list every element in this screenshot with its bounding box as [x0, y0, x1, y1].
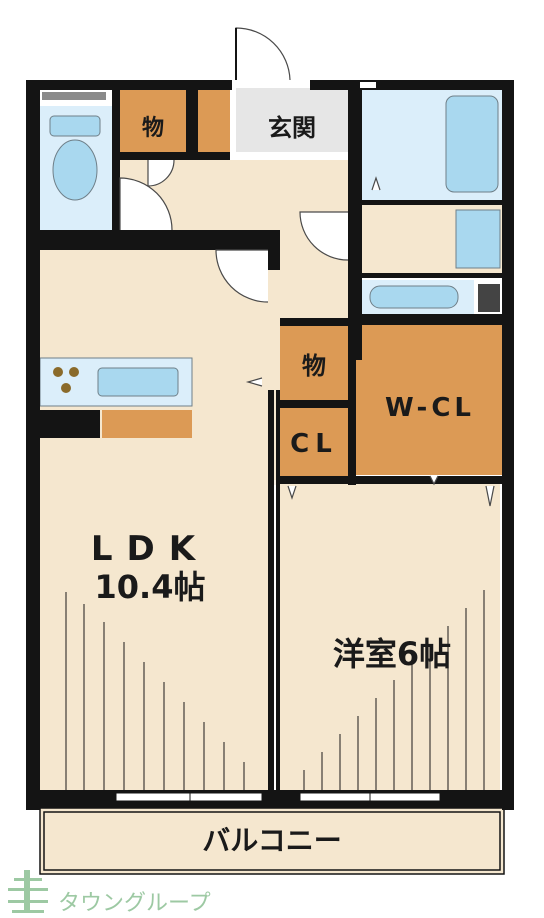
label-storage-top: 物 [142, 115, 164, 141]
balcony [39, 807, 505, 875]
window-bath [360, 82, 376, 88]
ldk-floor [40, 250, 268, 790]
label-wcl: W-CL [385, 393, 475, 423]
kitchen [39, 357, 193, 438]
toilet-door [119, 177, 173, 231]
western-room-floor [280, 482, 500, 790]
washroom-door [299, 211, 349, 261]
label-cl: CL [290, 429, 338, 459]
storage-mid [280, 325, 348, 401]
company-logo-icon [8, 870, 48, 913]
kitchen-sink [97, 367, 179, 397]
balcony-floor [40, 808, 504, 874]
label-balcony: バルコニー [202, 824, 341, 857]
stove-burner [53, 367, 63, 377]
hallway-floor-lower [268, 250, 355, 320]
label-western: 洋室6帖 [333, 635, 451, 673]
bathtub [445, 95, 499, 193]
kitchen-shelf [40, 410, 100, 438]
entrance-floor [236, 88, 348, 152]
stove-burner [69, 367, 79, 377]
watermark: タウングループ [8, 870, 211, 916]
storage-door-small [147, 159, 175, 187]
kitchen-cabinet [102, 410, 192, 438]
label-ldk-name: LDK [91, 529, 209, 569]
washing-basin [369, 285, 459, 309]
wall-block [478, 284, 500, 312]
flooring-lines [65, 590, 485, 790]
label-entrance: 玄関 [268, 114, 316, 142]
entrance-door [235, 27, 291, 81]
floors [40, 88, 504, 874]
sink-unit [455, 209, 501, 269]
wet-areas [40, 90, 502, 314]
walk-in-closet [356, 325, 502, 475]
storage-top [120, 90, 186, 152]
toilet-bowl [52, 139, 98, 201]
shoe-box [198, 90, 230, 152]
closet-cl [280, 408, 348, 476]
stove-burner [61, 383, 71, 393]
window-ldk [115, 792, 263, 802]
storage-areas [120, 90, 502, 476]
room-labels: 物 玄関 物 W-CL CL LDK 10.4帖 洋室6帖 バルコニー [91, 114, 475, 857]
ldk-door [215, 249, 269, 303]
windows [115, 82, 441, 802]
toilet-tank [49, 115, 101, 137]
doors [119, 27, 495, 507]
label-ldk-size: 10.4帖 [95, 568, 206, 606]
label-storage-mid: 物 [302, 352, 326, 380]
watermark-company: タウングループ [58, 891, 211, 916]
